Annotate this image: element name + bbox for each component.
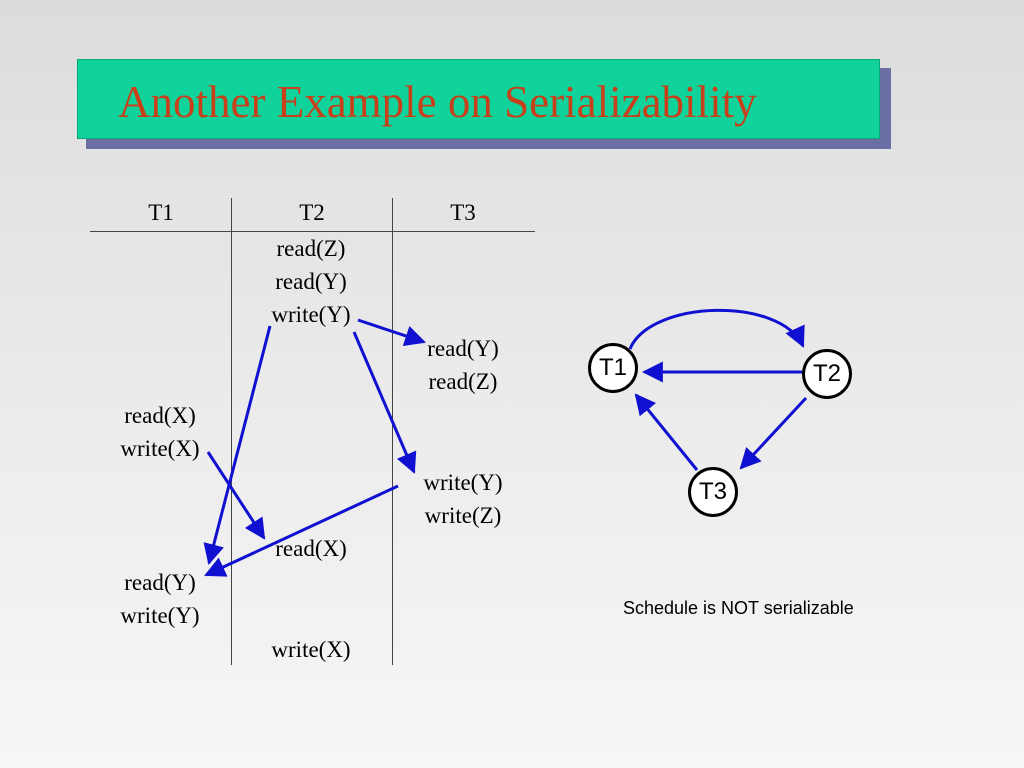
graph-node-t1-label: T1 — [598, 354, 627, 381]
t1-read-x: read(X) — [124, 403, 196, 428]
graph-node-t2-label: T2 — [812, 360, 841, 387]
t3-write-y: write(Y) — [423, 470, 503, 495]
conflict-arrow-t2-write-y-to-t1-read-y — [203, 325, 272, 566]
graph-edge-t1-to-t2 — [628, 308, 805, 350]
graph-node-t3: T3 — [688, 467, 738, 517]
header-rule — [90, 231, 535, 232]
graph-edge-t3-to-t1 — [634, 393, 699, 471]
t2-write-y: write(Y) — [271, 302, 351, 327]
slide-title: Another Example on Serializability — [118, 77, 757, 127]
graph-node-t2: T2 — [802, 349, 852, 399]
column-divider-2 — [392, 198, 393, 665]
conflict-arrow-t3-write-y-to-t1-read-y — [204, 484, 399, 577]
t3-write-z: write(Z) — [424, 503, 502, 528]
column-header-t2: T2 — [299, 200, 325, 225]
column-divider-1 — [231, 198, 232, 665]
graph-node-t3-label: T3 — [698, 478, 727, 505]
t2-read-z: read(Z) — [276, 236, 346, 261]
t1-write-x: write(X) — [120, 436, 200, 461]
serializability-note: Schedule is NOT serializable — [623, 598, 854, 618]
conflict-arrow-t1-write-x-to-t2-read-x — [206, 451, 266, 540]
title-box: Another Example on Serializability — [77, 59, 880, 139]
t1-write-y: write(Y) — [120, 603, 200, 628]
t1-read-y: read(Y) — [124, 570, 196, 595]
t2-read-x: read(X) — [275, 536, 347, 561]
column-header-t3: T3 — [450, 200, 476, 225]
t3-read-y: read(Y) — [427, 336, 499, 361]
graph-node-t1: T1 — [588, 343, 638, 393]
column-header-t1: T1 — [148, 200, 174, 225]
conflict-arrow-t2-write-y-to-t3-write-y — [352, 331, 417, 474]
graph-edge-t2-to-t3 — [739, 396, 808, 470]
t2-read-y: read(Y) — [275, 269, 347, 294]
t3-read-z: read(Z) — [428, 369, 498, 394]
t2-write-x: write(X) — [271, 637, 351, 662]
conflict-arrow-t2-write-y-to-t3-read-y — [357, 318, 426, 346]
